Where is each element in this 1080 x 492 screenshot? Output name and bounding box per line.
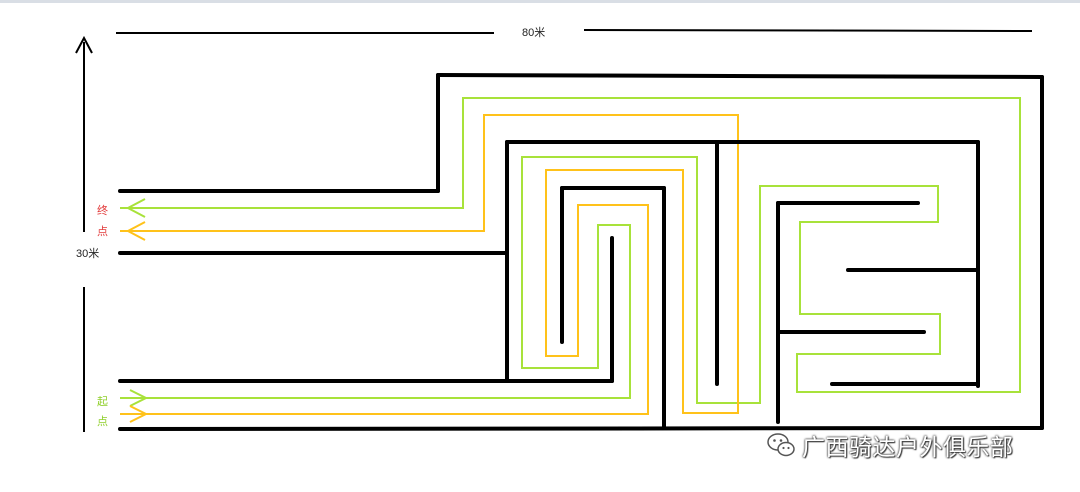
start-arrow-yellow	[129, 405, 149, 423]
end-arrow-yellow	[125, 221, 146, 241]
width-label: 80米	[522, 27, 546, 39]
wechat-icon	[767, 433, 795, 457]
watermark: 广西骑达户外俱乐部	[766, 428, 1014, 462]
height-label: 30米	[76, 248, 100, 260]
wall	[118, 426, 1044, 431]
dimension-lines	[75, 29, 1033, 432]
watermark-text: 广西骑达户外俱乐部	[802, 435, 1014, 461]
height-arrow-head	[75, 35, 93, 54]
end-arrow-green	[125, 198, 146, 218]
path-arrows	[125, 198, 149, 423]
start-label-char2: 点	[97, 416, 108, 428]
start-arrow-green	[129, 389, 149, 407]
end-label-char2: 点	[97, 226, 108, 238]
green-path	[120, 97, 1021, 404]
start-label-char1: 起	[97, 396, 108, 408]
width-dimension-line-right	[583, 29, 1033, 32]
top-border-strip	[0, 0, 1080, 3]
yellow-path	[120, 114, 739, 415]
maze-walls	[118, 73, 1044, 431]
wall	[436, 73, 1044, 79]
end-label-char1: 终	[97, 205, 108, 217]
